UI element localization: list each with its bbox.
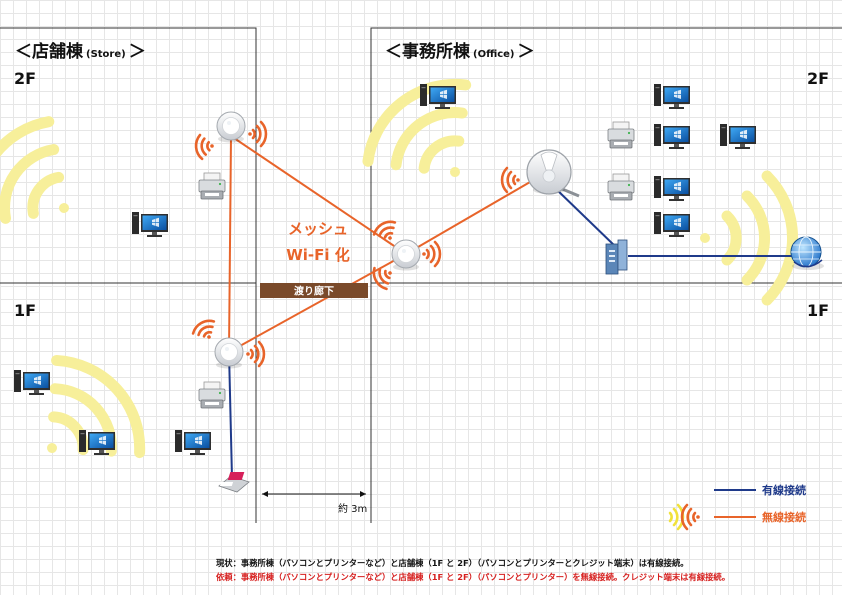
distance-indicator bbox=[262, 491, 366, 497]
store-1f-mesh-ap-icon bbox=[214, 337, 244, 369]
computer-icon bbox=[175, 430, 211, 455]
distance-label: 約 3m bbox=[338, 502, 367, 515]
note-current: 現状：事務所棟（パソコンとプリンターなど）と店舗棟（1F と 2F）（パソコンと… bbox=[216, 558, 689, 568]
office-floor-2f: 2F bbox=[807, 69, 829, 88]
wireless-wave-icon bbox=[420, 240, 442, 268]
office-building bbox=[370, 27, 842, 523]
main-router-icon bbox=[526, 149, 580, 198]
office-floor-1f: 1F bbox=[807, 301, 829, 320]
office-right-wifi-signal-icon bbox=[700, 170, 799, 306]
store-building bbox=[0, 27, 257, 523]
computer-icon bbox=[720, 124, 756, 149]
legend-orange-wave-icon bbox=[680, 503, 702, 531]
store-2f-wifi-signal-icon bbox=[0, 116, 69, 229]
computer-icon bbox=[14, 370, 50, 395]
office-2f-wifi-signal-icon bbox=[362, 78, 472, 177]
wireless-wave-icon bbox=[244, 340, 266, 368]
legend: 有線接続 無線接続 bbox=[668, 483, 806, 531]
store-title: ＜店舗棟(Store)＞ bbox=[15, 41, 146, 62]
computer-icon bbox=[420, 84, 456, 109]
store-floor-2f: 2F bbox=[14, 69, 36, 88]
printer-icon bbox=[198, 381, 226, 409]
store-1f-wifi-signal-icon bbox=[47, 354, 146, 459]
wireless-links bbox=[228, 135, 550, 353]
network-switch-icon bbox=[605, 239, 628, 275]
corridor-mesh-ap-icon bbox=[391, 239, 421, 271]
computer-icon bbox=[654, 212, 690, 237]
svg-text:渡り廊下: 渡り廊下 bbox=[294, 285, 334, 298]
wireless-wave-icon bbox=[246, 120, 268, 148]
wireless-wave-icon bbox=[189, 315, 222, 346]
office-title: ＜事務所棟(Office)＞ bbox=[385, 41, 535, 62]
computer-icon bbox=[654, 176, 690, 201]
mesh-label-line1: メッシュ bbox=[288, 220, 348, 238]
internet-globe-icon bbox=[790, 236, 824, 270]
printer-icon bbox=[607, 121, 635, 149]
computer-icon bbox=[132, 212, 168, 237]
printer-icon bbox=[607, 173, 635, 201]
legend-wireless-label: 無線接続 bbox=[762, 510, 806, 524]
printer-icon bbox=[198, 172, 226, 200]
computer-icon bbox=[654, 84, 690, 109]
mesh-label-line2: Wi-Fi 化 bbox=[286, 246, 350, 264]
credit-terminal-icon bbox=[218, 472, 250, 493]
store-2f-mesh-ap-icon bbox=[216, 111, 246, 143]
note-request: 依頼：事務所棟（パソコンとプリンターなど）と店舗棟（1F と 2F）（パソコンと… bbox=[216, 572, 730, 582]
wireless-wave-icon bbox=[193, 132, 217, 161]
wired-links bbox=[228, 187, 795, 479]
legend-wired-label: 有線接続 bbox=[762, 483, 806, 497]
store-floor-1f: 1F bbox=[14, 301, 36, 320]
computer-icon bbox=[654, 124, 690, 149]
corridor-label: 渡り廊下 bbox=[260, 283, 368, 298]
